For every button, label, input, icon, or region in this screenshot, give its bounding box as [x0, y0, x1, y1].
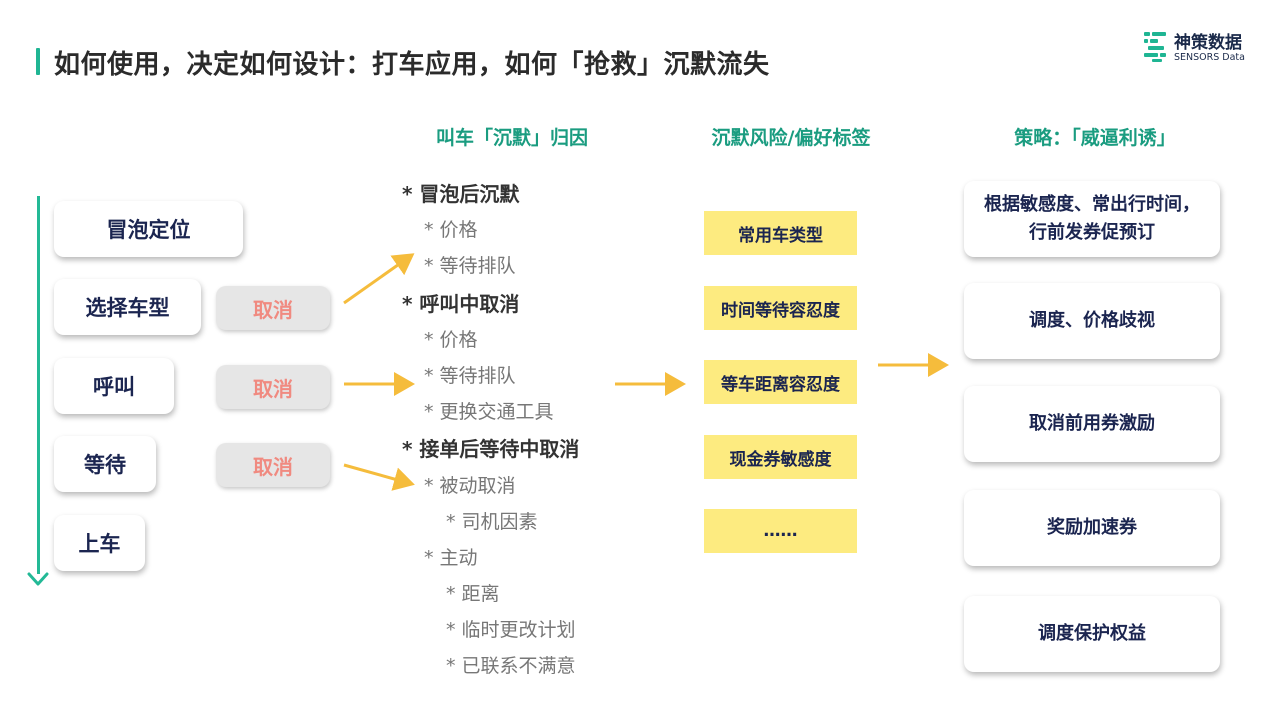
- tag-car-type: 常用车类型: [704, 211, 857, 255]
- reason-item: * 呼叫中取消: [402, 292, 520, 316]
- strategy-line: 调度、价格歧视: [1029, 310, 1155, 331]
- cancel-call: 取消: [216, 365, 330, 409]
- title-accent-bar: [36, 48, 40, 75]
- strategy-speedup-coupon: 奖励加速券: [964, 490, 1220, 566]
- strategy-line: 调度保护权益: [1038, 623, 1146, 644]
- sensors-data-logo: 神策数据 SENSORS Data: [1142, 30, 1262, 66]
- reason-item: * 距离: [446, 583, 500, 605]
- reason-item: * 接单后等待中取消: [402, 437, 580, 461]
- strategy-dispatch-pricing: 调度、价格歧视: [964, 283, 1220, 359]
- reason-item: * 等待排队: [424, 255, 516, 277]
- reason-item: * 临时更改计划: [446, 619, 576, 641]
- strategy-line: 行前发券促预订: [1029, 222, 1155, 243]
- stage-select-car: 选择车型: [54, 279, 201, 335]
- reason-item: * 主动: [424, 547, 478, 569]
- reason-item: * 更换交通工具: [424, 401, 554, 423]
- timeline-line: [37, 196, 40, 574]
- reason-item: * 等待排队: [424, 365, 516, 387]
- tag-more: ……: [704, 509, 857, 553]
- logo-english-name: SENSORS Data: [1174, 52, 1245, 63]
- reason-item: * 已联系不满意: [446, 655, 576, 677]
- reason-item: * 冒泡后沉默: [402, 182, 520, 206]
- stage-wait: 等待: [54, 436, 156, 492]
- reason-item: * 价格: [424, 329, 478, 351]
- strategy-line: 根据敏感度、常出行时间，: [984, 194, 1200, 215]
- cancel-wait: 取消: [216, 443, 330, 487]
- strategy-presale-coupon: 根据敏感度、常出行时间， 行前发券促预订: [964, 181, 1220, 257]
- strategy-dispatch-protection: 调度保护权益: [964, 596, 1220, 672]
- logo-chinese-name: 神策数据: [1174, 33, 1242, 53]
- timeline-arrow-down-icon: [27, 572, 49, 586]
- strategy-cancel-coupon: 取消前用券激励: [964, 386, 1220, 462]
- heading-attribution: 叫车「沉默」归因: [435, 127, 589, 149]
- strategy-line: 奖励加速券: [1047, 517, 1137, 538]
- heading-strategy: 策略：「威逼利诱」: [1014, 127, 1176, 149]
- cancel-select-car: 取消: [216, 286, 330, 330]
- tag-coupon-sensitivity: 现金券敏感度: [704, 435, 857, 479]
- sensors-logo-icon: [1144, 32, 1166, 62]
- strategy-line: 取消前用券激励: [1029, 413, 1155, 434]
- reason-item: * 价格: [424, 219, 478, 241]
- tag-wait-tolerance: 时间等待容忍度: [704, 286, 857, 330]
- page-title: 如何使用，决定如何设计：打车应用，如何「抢救」沉默流失: [54, 50, 770, 80]
- stage-call: 呼叫: [54, 358, 174, 414]
- stage-bubble-locate: 冒泡定位: [54, 201, 243, 257]
- heading-tags: 沉默风险/偏好标签: [711, 127, 871, 149]
- arrow-wait-to-reason: [343, 463, 415, 491]
- reason-item: * 被动取消: [424, 475, 516, 497]
- tag-distance-tolerance: 等车距离容忍度: [704, 360, 857, 404]
- stage-board: 上车: [54, 515, 145, 571]
- reason-item: * 司机因素: [446, 511, 538, 533]
